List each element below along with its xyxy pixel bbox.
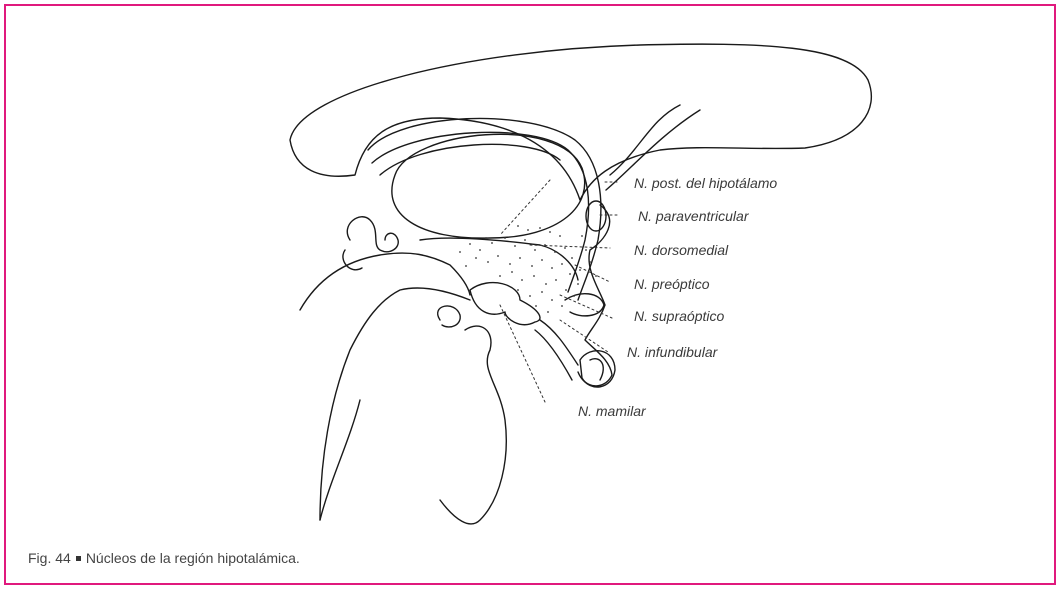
caption-bullet-icon (76, 556, 81, 561)
caption-text: Núcleos de la región hipotalámica. (86, 550, 300, 566)
label-paraventricular: N. paraventricular (638, 208, 749, 224)
pineal-fold (347, 217, 398, 252)
label-infundibular: N. infundibular (627, 344, 717, 360)
optic-chiasm (565, 294, 604, 316)
brainstem-inner-curve (320, 288, 470, 520)
thalamus-outline (392, 134, 585, 238)
pituitary-inner (590, 359, 603, 380)
figure-caption: Fig. 44 Núcleos de la región hipotalámica… (28, 550, 300, 566)
label-post-hipotalamo: N. post. del hipotálamo (634, 175, 777, 191)
leader-lines (500, 180, 620, 402)
lower-contour (320, 400, 360, 520)
mamillary-body (470, 283, 540, 325)
fornix-inner (372, 132, 589, 292)
label-mamilar: N. mamilar (578, 403, 646, 419)
brainstem-outer (300, 253, 470, 310)
hypothalamus-floor (420, 238, 578, 280)
infundibular-stalk-b (535, 330, 572, 380)
pons-contour (440, 326, 506, 524)
label-dorsomedial: N. dorsomedial (634, 242, 728, 258)
figure-number: Fig. 44 (28, 550, 71, 566)
label-supraoptico: N. supraóptico (634, 308, 724, 324)
paraventricular-bulge (586, 201, 606, 231)
corpus-callosum-outline (290, 44, 871, 200)
small-loop (438, 306, 461, 327)
stria-arc (610, 105, 680, 175)
label-preoptico: N. preóptico (634, 276, 709, 292)
